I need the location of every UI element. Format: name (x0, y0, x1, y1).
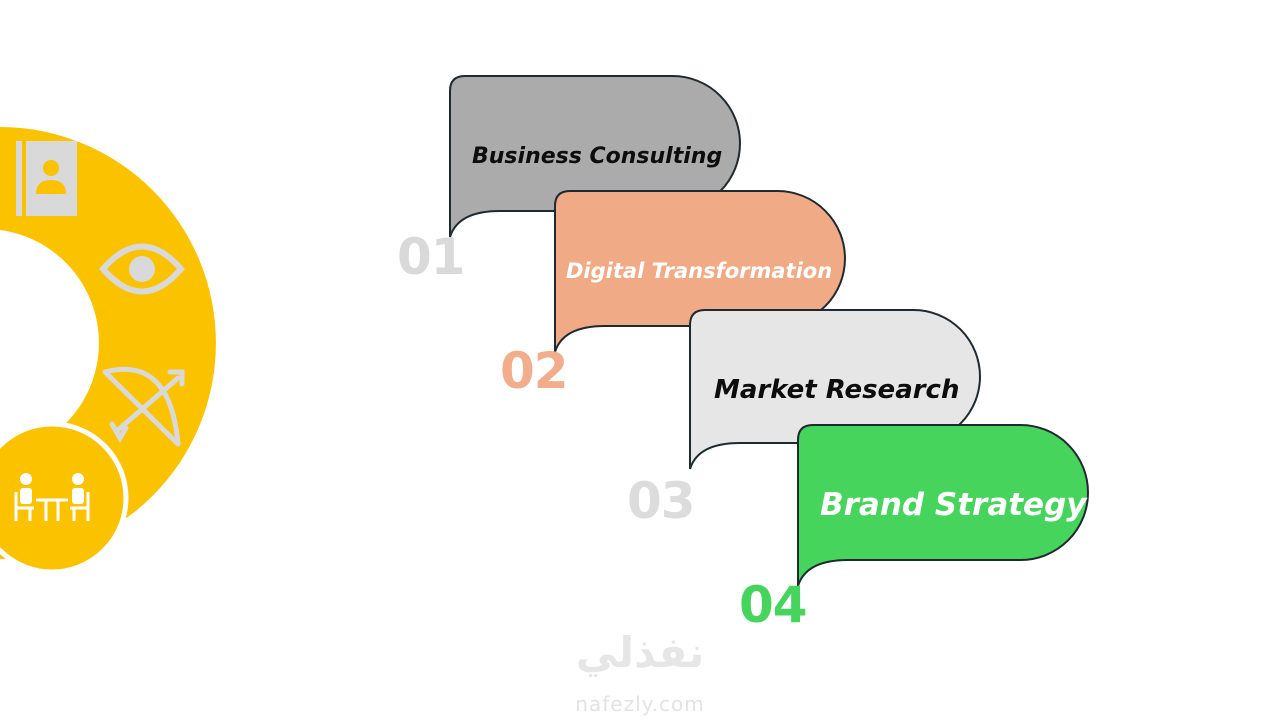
step-number-1: 01 (397, 228, 466, 286)
meeting-icon (14, 473, 90, 521)
step-number-3: 03 (627, 472, 696, 530)
eye-icon (99, 243, 185, 295)
bow-and-arrow-icon (102, 366, 185, 447)
step-label-2: Digital Transformation (566, 259, 833, 283)
watermark-latin: nafezly.com (575, 692, 705, 716)
step-callout-4 (797, 424, 1089, 587)
watermark-arabic: نفذلي (575, 628, 705, 677)
step-label-1: Business Consulting (472, 144, 723, 169)
meeting-badge (0, 421, 129, 575)
step-number-2: 02 (500, 342, 569, 400)
contact-book-icon (16, 141, 77, 216)
step-number-4: 04 (739, 576, 808, 634)
step-label-3: Market Research (714, 375, 960, 405)
step-label-4: Brand Strategy (820, 487, 1087, 523)
